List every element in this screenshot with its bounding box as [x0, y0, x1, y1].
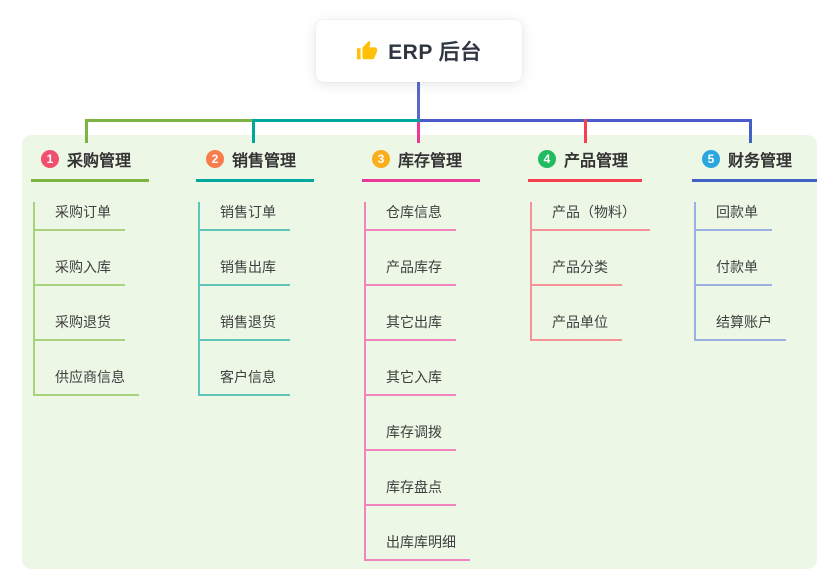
- child-node[interactable]: 库存调拨: [366, 422, 456, 451]
- child-node[interactable]: 采购退货: [35, 312, 125, 341]
- child-node[interactable]: 销售订单: [200, 202, 290, 231]
- branch-children: 产品（物料） 产品分类产品单位: [530, 202, 650, 341]
- child-node[interactable]: 客户信息: [200, 367, 290, 396]
- branch-node[interactable]: 3 库存管理: [362, 143, 480, 182]
- branch-badge: 1: [41, 150, 59, 168]
- branch-badge: 5: [702, 150, 720, 168]
- child-node[interactable]: 其它出库: [366, 312, 456, 341]
- branch-title-label: 采购管理: [67, 153, 132, 170]
- branch-column-5: 5 财务管理回款单付款单结算账户: [692, 143, 817, 341]
- child-node[interactable]: 销售出库: [200, 257, 290, 286]
- child-node[interactable]: 产品库存: [366, 257, 456, 286]
- child-node[interactable]: 结算账户: [696, 312, 786, 341]
- child-node[interactable]: 采购订单: [35, 202, 125, 231]
- child-node[interactable]: 付款单: [696, 257, 772, 286]
- child-node[interactable]: 销售退货: [200, 312, 290, 341]
- connector-horizontal-segment: [85, 119, 254, 122]
- child-node[interactable]: 供应商信息: [35, 367, 139, 396]
- branch-children: 仓库信息产品库存其它出库其它入库库存调拨库存盘点出库库明细: [364, 202, 480, 561]
- branch-column-2: 2 销售管理销售订单销售出库销售退货客户信息: [196, 143, 314, 396]
- branch-children: 销售订单销售出库销售退货客户信息: [198, 202, 314, 396]
- branch-node[interactable]: 2 销售管理: [196, 143, 314, 182]
- branch-drop-line: [85, 119, 88, 143]
- root-node[interactable]: ERP 后台: [316, 20, 522, 82]
- child-node[interactable]: 回款单: [696, 202, 772, 231]
- branch-drop-line: [252, 119, 255, 143]
- branch-title-label: 财务管理: [728, 153, 793, 170]
- connector-horizontal-segment: [254, 119, 420, 122]
- branch-node[interactable]: 1 采购管理: [31, 143, 149, 182]
- branch-node[interactable]: 5 财务管理: [692, 143, 817, 182]
- child-node[interactable]: 产品单位: [532, 312, 622, 341]
- branch-drop-line: [749, 119, 752, 143]
- branch-drop-line: [584, 119, 587, 143]
- branch-column-4: 4 产品管理产品（物料） 产品分类产品单位: [528, 143, 650, 341]
- child-node[interactable]: 采购入库: [35, 257, 125, 286]
- branch-node[interactable]: 4 产品管理: [528, 143, 642, 182]
- child-node[interactable]: 其它入库: [366, 367, 456, 396]
- branch-badge: 2: [206, 150, 224, 168]
- branch-badge: 4: [538, 150, 556, 168]
- child-node[interactable]: 仓库信息: [366, 202, 456, 231]
- connector-root-stem: [417, 82, 420, 122]
- mindmap-panel: [22, 135, 817, 569]
- child-node[interactable]: 产品分类: [532, 257, 622, 286]
- branch-children: 采购订单采购入库采购退货供应商信息: [33, 202, 149, 396]
- branch-column-1: 1 采购管理采购订单采购入库采购退货供应商信息: [31, 143, 149, 396]
- branch-title-label: 产品管理: [564, 153, 629, 170]
- child-node[interactable]: 出库库明细: [366, 532, 470, 561]
- branch-children: 回款单付款单结算账户: [694, 202, 817, 341]
- branch-badge: 3: [372, 150, 390, 168]
- branch-title-label: 库存管理: [398, 153, 463, 170]
- thumbs-up-icon: [356, 40, 378, 62]
- child-node[interactable]: 库存盘点: [366, 477, 456, 506]
- branch-drop-line: [417, 122, 420, 143]
- child-node[interactable]: 产品（物料）: [532, 202, 650, 231]
- branch-title-label: 销售管理: [232, 153, 297, 170]
- root-title: ERP 后台: [388, 41, 482, 64]
- branch-column-3: 3 库存管理仓库信息产品库存其它出库其它入库库存调拨库存盘点出库库明细: [362, 143, 480, 561]
